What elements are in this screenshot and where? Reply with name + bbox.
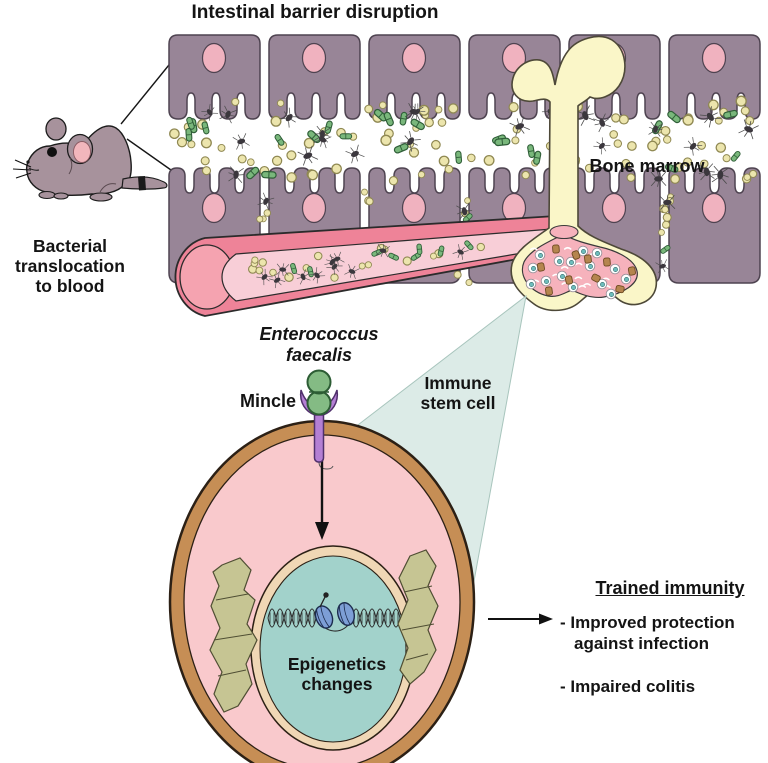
label-trained-immunity: Trained immunity bbox=[595, 578, 745, 598]
figure-title: Intestinal barrier disruption bbox=[191, 2, 439, 23]
outcome-2-line-1: - Impaired colitis bbox=[560, 677, 696, 696]
organelle-left bbox=[209, 557, 258, 713]
mouse-zoom-lines bbox=[120, 59, 174, 171]
label-bacterial-translocation: Bacterial translocation to blood bbox=[15, 236, 125, 297]
immune-stem-cell bbox=[168, 419, 476, 763]
outcome-1-line-2: against infection bbox=[574, 634, 710, 654]
outcome-item-2: - Impaired colitis bbox=[560, 676, 768, 697]
nucleus bbox=[259, 555, 407, 743]
epithelium-top-row bbox=[168, 34, 761, 120]
label-mincle: Mincle bbox=[239, 391, 296, 411]
result-arrow-icon bbox=[488, 613, 553, 625]
outcome-item-1: - Improved protection against infection bbox=[560, 612, 768, 654]
enterococcus-icon bbox=[306, 369, 332, 416]
label-bone-marrow: Bone marrow bbox=[589, 156, 705, 176]
outcome-1-line-1: - Improved protection bbox=[560, 613, 735, 632]
label-epigenetics-changes: Epigenetics changes bbox=[287, 654, 387, 695]
signal-arrow-icon bbox=[315, 452, 329, 540]
organelle-right bbox=[397, 549, 439, 685]
dna-epigenetics-icon bbox=[267, 592, 401, 632]
bone-icon bbox=[510, 35, 658, 312]
label-immune-stem-cell: Immune stem cell bbox=[420, 373, 496, 414]
marrow-cells bbox=[525, 244, 636, 300]
label-enterococcus-faecalis: Enterococcus faecalis bbox=[259, 324, 379, 365]
mouse-icon bbox=[12, 117, 168, 202]
